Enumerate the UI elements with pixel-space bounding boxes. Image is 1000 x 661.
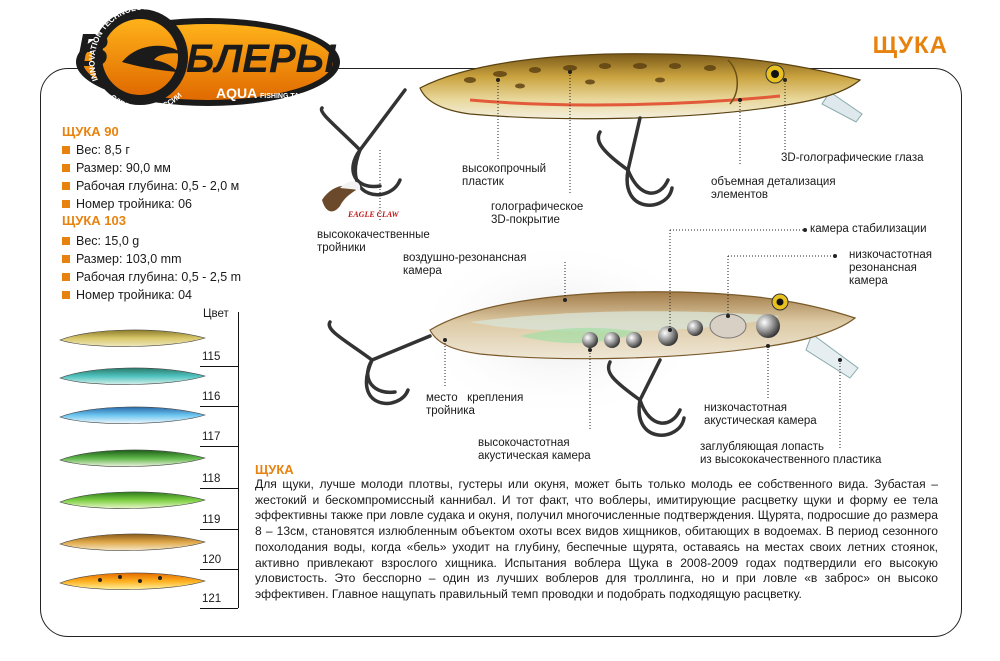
- label-high-acoustic: высокочастотная акустическая камера: [478, 437, 591, 462]
- spec-90-list: Вес: 8,5 г Размер: 90,0 мм Рабочая глуби…: [62, 141, 239, 213]
- lure-top-spots: [464, 63, 716, 89]
- spec-103-list: Вес: 15,0 g Размер: 103,0 mm Рабочая глу…: [62, 232, 241, 304]
- color-tick: [200, 366, 238, 367]
- spec-text: Размер: 90,0 мм: [76, 161, 171, 175]
- logo-letter: В: [76, 24, 109, 76]
- description-heading: ЩУКА: [255, 462, 294, 477]
- swatch-120: [59, 533, 207, 551]
- color-tick: [200, 488, 238, 489]
- spec-text: Вес: 15,0 g: [76, 234, 140, 248]
- logo-tackle: FISHING TACKLE: [260, 93, 319, 100]
- logo-graphic: В БЛЕРЫ INNOVATION TECHNOLOGIES СДЕЛАНО …: [76, 2, 340, 114]
- color-tick: [200, 529, 238, 530]
- label-lip: заглубляющая лопасть из высококачественн…: [700, 441, 882, 466]
- label-low-acoustic: низкочастотная акустическая камера: [704, 402, 817, 427]
- label-low-resonant: низкочастотная резонансная камера: [849, 249, 933, 287]
- spec-row: Рабочая глубина: 0,5 - 2,0 м: [62, 177, 239, 195]
- bullet-icon: [62, 273, 70, 281]
- spec-text: Вес: 8,5 г: [76, 143, 130, 157]
- label-coating: голографическое 3D-покрытие: [491, 201, 584, 226]
- swatch-115: [59, 329, 207, 347]
- color-divider: [238, 312, 239, 608]
- lure-bottom: [429, 291, 859, 379]
- page-title: ЩУКА: [872, 32, 948, 59]
- bullet-icon: [62, 146, 70, 154]
- logo-word: БЛЕРЫ: [186, 37, 337, 81]
- swatch-116: [59, 367, 207, 385]
- color-tick: [200, 446, 238, 447]
- swatch-117: [59, 406, 207, 424]
- spec-row: Номер тройника: 04: [62, 286, 241, 304]
- bullet-icon: [62, 182, 70, 190]
- lure-bottom-hooks: [327, 320, 686, 437]
- lure-top-hooks: [319, 88, 674, 207]
- lure-bottom-lip: [805, 333, 859, 379]
- spec-row: Размер: 103,0 mm: [62, 250, 241, 268]
- swatch-121: [59, 572, 207, 590]
- color-code: 115: [202, 351, 221, 363]
- color-tick: [200, 608, 238, 609]
- color-code: 117: [202, 431, 221, 443]
- bullet-icon: [62, 200, 70, 208]
- label-stabilization: камера стабилизации: [810, 223, 927, 235]
- spec-row: Размер: 90,0 мм: [62, 159, 239, 177]
- label-plastic: высокопрочный пластик: [462, 163, 547, 188]
- label-resonant: воздушно-резонансная камера: [403, 252, 527, 277]
- color-code: 119: [202, 514, 221, 526]
- color-heading: Цвет: [203, 308, 229, 320]
- bullet-icon: [62, 255, 70, 263]
- lure-top: [419, 53, 863, 123]
- swatch-118: [59, 449, 207, 467]
- color-code: 118: [202, 473, 221, 485]
- brand-logo: В БЛЕРЫ INNOVATION TECHNOLOGIES СДЕЛАНО …: [58, 2, 358, 114]
- spec-text: Номер тройника: 04: [76, 288, 192, 302]
- description-text: Для щуки, лучше молоди плотвы, густеры и…: [255, 477, 938, 601]
- color-code: 120: [202, 554, 222, 566]
- color-tick: [200, 569, 238, 570]
- spec-row: Номер тройника: 06: [62, 195, 239, 213]
- spec-row: Рабочая глубина: 0,5 - 2,5 m: [62, 268, 241, 286]
- color-tick: [200, 406, 238, 407]
- label-detail: объемная детализация элементов: [711, 176, 836, 201]
- callout-lines: [379, 72, 841, 448]
- label-eyes: 3D-голографические глаза: [781, 152, 924, 164]
- callout-dots: [443, 70, 842, 362]
- color-code: 116: [202, 391, 221, 403]
- swatch-119: [59, 491, 207, 509]
- bullet-icon: [62, 291, 70, 299]
- spec-text: Рабочая глубина: 0,5 - 2,0 м: [76, 179, 240, 193]
- color-code: 121: [202, 593, 222, 605]
- spec-row: Вес: 15,0 g: [62, 232, 241, 250]
- bullet-icon: [62, 164, 70, 172]
- spec-text: Номер тройника: 06: [76, 197, 192, 211]
- spec-text: Рабочая глубина: 0,5 - 2,5 m: [76, 270, 242, 284]
- spec-row: Вес: 8,5 г: [62, 141, 239, 159]
- lure-top-lip: [821, 91, 863, 123]
- label-hooks: высококачественные тройники: [317, 229, 430, 254]
- bullet-icon: [62, 237, 70, 245]
- eagle-claw-text: EAGLE CLAW: [347, 210, 399, 219]
- label-mount: место крепления тройника: [426, 392, 524, 417]
- spec-90-heading: ЩУКА 90: [62, 124, 119, 139]
- spec-103-heading: ЩУКА 103: [62, 213, 126, 228]
- spec-text: Размер: 103,0 mm: [76, 252, 182, 266]
- eagle-claw-logo: EAGLE CLAW: [322, 181, 399, 219]
- logo-aqua: AQUA: [216, 85, 257, 101]
